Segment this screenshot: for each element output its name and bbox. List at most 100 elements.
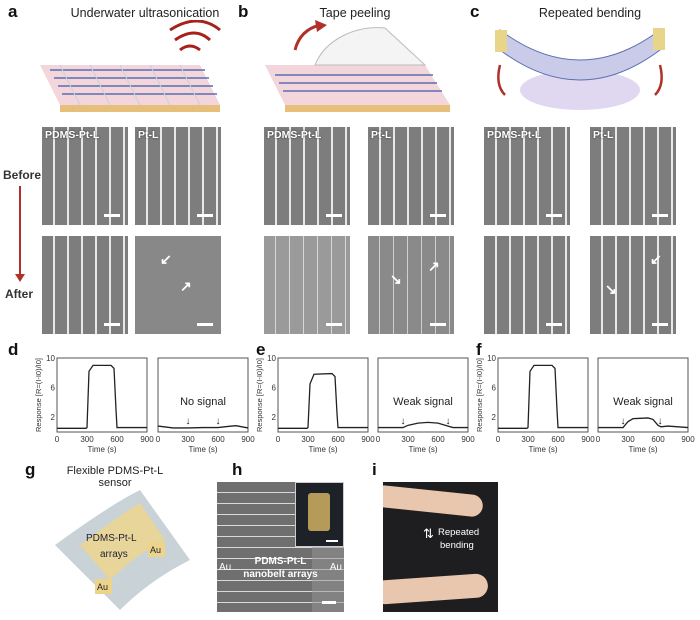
sem-nanobelt-image: Au Au PDMS-Pt-L nanobelt arrays (217, 482, 344, 612)
scale-bar (197, 214, 213, 217)
x-tick-label: 900 (681, 435, 695, 444)
scale-bar (322, 601, 336, 604)
panel-label-i: i (372, 460, 377, 479)
x-tick-label: 0 (376, 435, 381, 444)
damage-arrow-icon: ↘ (605, 281, 617, 297)
scale-bar (652, 214, 668, 217)
damage-arrow-icon: ↗ (180, 278, 192, 294)
electrode-label-right: Au (329, 562, 342, 573)
scale-bar (104, 323, 120, 326)
sem-b-pt-before: Pt-L (368, 127, 454, 225)
after-label: After (5, 287, 34, 301)
x-tick-label: 900 (581, 435, 595, 444)
sem-label: Pt-L (371, 129, 392, 141)
scale-bar (430, 323, 446, 326)
x-tick-label: 900 (241, 435, 255, 444)
before-label: Before (3, 168, 42, 182)
x-tick-label: 600 (431, 435, 445, 444)
y-tick-label: 6 (272, 384, 277, 393)
y-tick-label: 2 (51, 413, 56, 422)
caption-line-2: nanobelt arrays (243, 569, 318, 580)
sound-wave-icon (169, 20, 221, 52)
series-line (157, 425, 249, 429)
before-after-arrow-icon (19, 186, 21, 276)
x-tick-label: 300 (621, 435, 635, 444)
series-line (57, 364, 147, 429)
sem-b-pdms-after (264, 236, 350, 334)
scale-bar (652, 323, 668, 326)
sem-label: Pt-L (138, 129, 159, 141)
x-tick-label: 0 (156, 435, 161, 444)
x-tick-label: 300 (521, 435, 535, 444)
sem-a-pt-before: Pt-L (135, 127, 221, 225)
scale-bar (197, 323, 213, 326)
y-axis-label: Response [R=(I-I0)/I0] (475, 358, 484, 432)
sem-c-pt-after: ↙↘ (590, 236, 676, 334)
y-tick-label: 10 (487, 354, 496, 363)
series-line (598, 417, 689, 429)
damage-arrow-icon: ↙ (650, 251, 662, 267)
panel-label-h: h (232, 460, 243, 479)
scale-bar (104, 214, 120, 217)
panel-label-f: f (476, 340, 482, 359)
panel-label-e: e (256, 340, 266, 359)
x-axis-label: Time (s) (628, 445, 657, 454)
scale-bar (326, 214, 342, 217)
damage-arrow-icon: ↗ (428, 258, 440, 274)
damage-arrow-icon: ↙ (160, 251, 172, 267)
sem-c-pdms-before: PDMS-Pt-L (484, 127, 570, 225)
x-axis-label: Time (s) (87, 445, 116, 454)
y-tick-label: 10 (267, 354, 276, 363)
x-tick-label: 600 (551, 435, 565, 444)
arrow-marker-icon: ↓ (446, 416, 451, 427)
sem-label: PDMS-Pt-L (45, 129, 100, 141)
x-tick-label: 300 (181, 435, 195, 444)
bend-arrow-icon (654, 64, 663, 96)
scale-bar (326, 323, 342, 326)
arm-bottom (383, 573, 489, 605)
damage-arrow-icon: ↘ (390, 271, 402, 287)
x-tick-label: 600 (331, 435, 345, 444)
sem-label: Pt-L (593, 129, 614, 141)
panel-title-b: Tape peeling (319, 6, 391, 20)
flexible-sensor-illustration: PDMS-Pt-L arrays Au Au (55, 490, 190, 610)
sem-a-pdms-after (42, 236, 128, 334)
x-tick-label: 900 (461, 435, 475, 444)
x-tick-label: 900 (140, 435, 154, 444)
x-axis-label: Time (s) (408, 445, 437, 454)
bending-illustration (495, 28, 665, 110)
sem-a-pt-after: ↙↗ (135, 236, 221, 334)
arm-top (383, 484, 484, 518)
y-tick-label: 2 (272, 413, 277, 422)
y-tick-label: 2 (492, 413, 497, 422)
y-axis-label: Response [R=(I-I0)/I0] (34, 358, 43, 432)
sem-c-pt-before: Pt-L (590, 127, 676, 225)
x-tick-label: 600 (110, 435, 124, 444)
x-tick-label: 300 (401, 435, 415, 444)
plot-frame (497, 357, 589, 433)
wrist-photo: ⇅ Repeated bending (383, 482, 498, 612)
annotation-text: Weak signal (613, 396, 673, 408)
panel-label-d: d (8, 340, 19, 359)
x-axis-label: Time (s) (308, 445, 337, 454)
plot-frame (377, 357, 469, 433)
sem-b-pt-after: ↘↗ (368, 236, 454, 334)
x-tick-label: 600 (651, 435, 665, 444)
arrow-marker-icon: ↓ (186, 416, 191, 427)
panel-title-c: Repeated bending (538, 6, 642, 20)
x-tick-label: 900 (361, 435, 375, 444)
sem-c-pdms-after (484, 236, 570, 334)
plot-frame (56, 357, 148, 433)
caption-line-1: Repeated (438, 527, 480, 538)
x-tick-label: 0 (496, 435, 501, 444)
tape-peeling-illustration (265, 20, 450, 112)
x-tick-label: 0 (596, 435, 601, 444)
panel-title-a: Underwater ultrasonication (70, 6, 220, 20)
array-label: PDMS-Pt-L (86, 533, 137, 544)
panel-label-a: a (8, 2, 18, 21)
annotation-text: Weak signal (393, 396, 453, 408)
sem-label: PDMS-Pt-L (487, 129, 542, 141)
device-gold (308, 493, 330, 531)
device-photo-inset (295, 482, 344, 547)
scale-bar (430, 214, 446, 217)
